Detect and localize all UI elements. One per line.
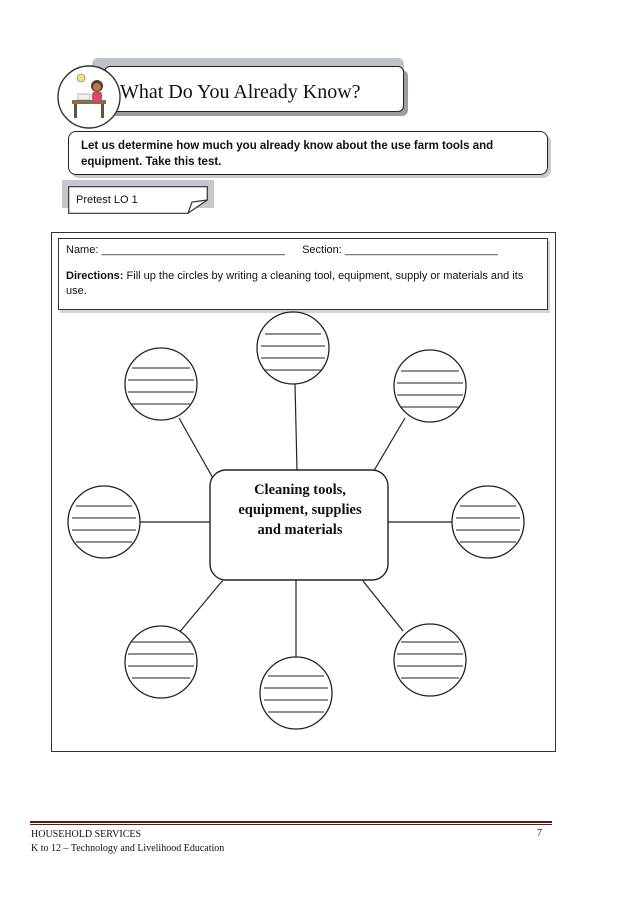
- answer-circle-top-right[interactable]: [393, 349, 467, 423]
- footer-subject: HOUSEHOLD SERVICES: [31, 829, 142, 840]
- directions-label: Directions:: [66, 270, 124, 282]
- center-topic-box: [209, 469, 389, 581]
- answer-circle-left[interactable]: [67, 485, 141, 559]
- center-topic-line-3: and materials: [257, 522, 343, 538]
- student-info-row: Name: ______________________________ Sec…: [66, 244, 498, 256]
- footer-rule: [30, 821, 552, 823]
- page-title: What Do You Already Know?: [120, 81, 361, 103]
- directions: Directions: Fill up the circles by writi…: [66, 269, 536, 299]
- directions-text: Fill up the circles by writing a cleanin…: [66, 270, 524, 297]
- footer-info: HOUSEHOLD SERVICES K to 12 – Technology …: [31, 828, 224, 856]
- intro-line-2: equipment. Take this test.: [81, 156, 222, 168]
- answer-circle-bottom[interactable]: [259, 656, 333, 730]
- title-banner: [104, 66, 404, 112]
- student-info-box: [58, 238, 548, 310]
- section-field[interactable]: _________________________: [344, 244, 498, 256]
- center-topic-line-2: equipment, supplies: [238, 502, 362, 518]
- intro-instructions: Let us determine how much you already kn…: [68, 131, 548, 175]
- page-number: 7: [537, 828, 542, 839]
- intro-line-1: Let us determine how much you already kn…: [81, 140, 494, 152]
- answer-circle-bottom-right[interactable]: [393, 623, 467, 697]
- connector-lines: [138, 383, 452, 658]
- name-label: Name:: [66, 244, 99, 256]
- center-topic-line-1: Cleaning tools,: [254, 482, 346, 498]
- pretest-label: Pretest LO 1: [76, 194, 138, 206]
- section-label: Section:: [302, 244, 342, 256]
- center-topic: Cleaning tools, equipment, supplies and …: [212, 480, 388, 540]
- answer-circle-right[interactable]: [451, 485, 525, 559]
- worksheet-frame: [51, 232, 556, 752]
- footer-rule-thin: [30, 824, 552, 825]
- pretest-tag: [68, 186, 208, 214]
- student-at-desk-icon: [57, 65, 121, 129]
- name-field[interactable]: ______________________________: [101, 244, 285, 256]
- answer-circle-bottom-left[interactable]: [124, 625, 198, 699]
- footer-program: K to 12 – Technology and Livelihood Educ…: [31, 843, 225, 854]
- answer-circle-top-left[interactable]: [124, 347, 198, 421]
- answer-circle-top[interactable]: [256, 311, 330, 385]
